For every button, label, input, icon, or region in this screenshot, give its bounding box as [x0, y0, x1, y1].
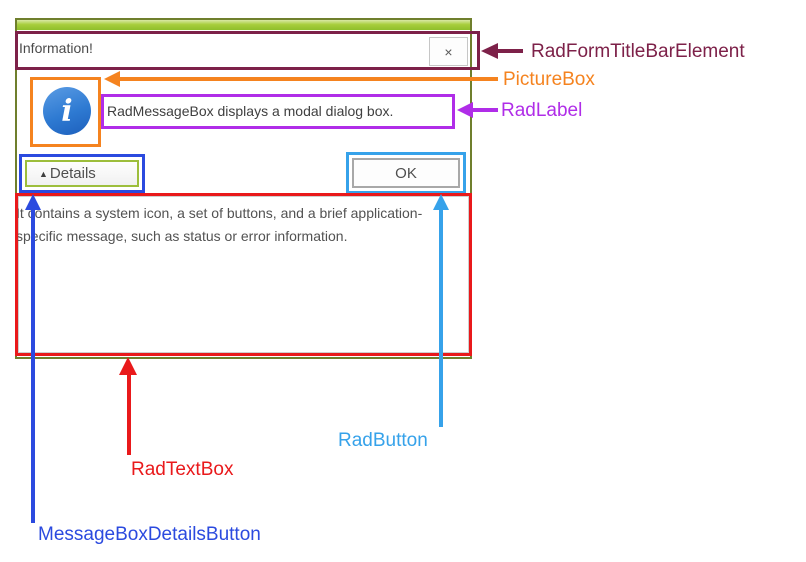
arrow-titlebar-line — [496, 49, 523, 53]
arrow-radtextbox-icon — [119, 357, 137, 375]
details-button-label: Details — [49, 165, 96, 182]
close-icon: × — [444, 43, 453, 60]
title-bar-text: Information! — [19, 40, 93, 56]
arrow-radtextbox-line — [127, 373, 131, 455]
annotation-label-radlabel: RadLabel — [501, 100, 583, 121]
message-label: RadMessageBox displays a modal dialog bo… — [107, 103, 394, 119]
arrow-radlabel-line — [471, 108, 498, 112]
annotation-label-titlebar: RadFormTitleBarElement — [531, 41, 745, 62]
annotation-label-radbutton: RadButton — [338, 430, 428, 451]
collapse-arrow-icon: ▲ — [39, 168, 48, 179]
window-top-border — [17, 20, 470, 30]
close-button[interactable]: × — [429, 37, 468, 66]
details-button[interactable]: ▲ Details — [25, 160, 139, 187]
ok-button-label: OK — [395, 164, 417, 182]
annotation-label-radtextbox: RadTextBox — [131, 459, 234, 480]
annotation-label-detailsbutton: MessageBoxDetailsButton — [38, 524, 261, 545]
ok-button[interactable]: OK — [352, 158, 460, 188]
info-icon: i — [43, 87, 91, 135]
details-textbox[interactable] — [18, 196, 469, 353]
info-icon-glyph: i — [61, 93, 73, 129]
annotation-label-picturebox: PictureBox — [503, 69, 595, 90]
details-textbox-text: It contains a system icon, a set of butt… — [16, 205, 423, 244]
arrow-titlebar-icon — [481, 43, 498, 59]
